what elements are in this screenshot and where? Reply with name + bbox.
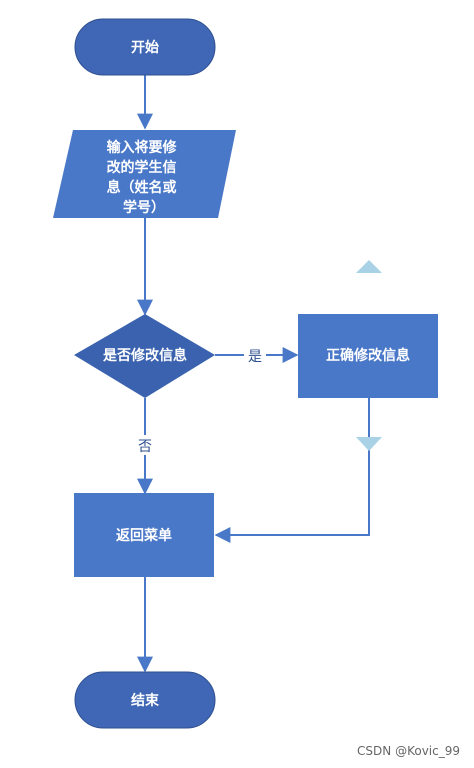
end-node-label: 结束 <box>131 692 160 709</box>
up-triangle-marker <box>356 260 382 273</box>
watermark: CSDN @Kovic_99 <box>357 744 460 758</box>
input-node-line-4: 学号） <box>123 199 165 216</box>
input-node <box>53 130 236 218</box>
modify-node <box>298 314 438 398</box>
no-label: 否 <box>138 439 152 455</box>
edge-modify-to-menu <box>214 398 370 543</box>
input-node-label: 输入将要修 改的学生信 息（姓名或 学号） <box>107 139 182 216</box>
start-node <box>74 18 216 76</box>
end-node <box>74 671 216 729</box>
modify-node-label: 正确修改信息 <box>326 347 410 364</box>
input-node-line-1: 输入将要修 <box>107 139 178 156</box>
start-node-label: 开始 <box>131 39 159 56</box>
decision-node-label: 是否修改信息 <box>103 347 187 364</box>
decision-node <box>74 314 215 398</box>
menu-node-label: 返回菜单 <box>116 527 172 544</box>
down-triangle-marker <box>356 437 382 451</box>
yes-label: 是 <box>248 349 262 365</box>
input-node-line-3: 息（姓名或 <box>107 179 177 196</box>
menu-node <box>74 493 214 577</box>
no-label-bg <box>134 435 156 455</box>
input-node-line-2: 改的学生信 <box>107 159 177 176</box>
yes-label-bg <box>244 345 266 365</box>
